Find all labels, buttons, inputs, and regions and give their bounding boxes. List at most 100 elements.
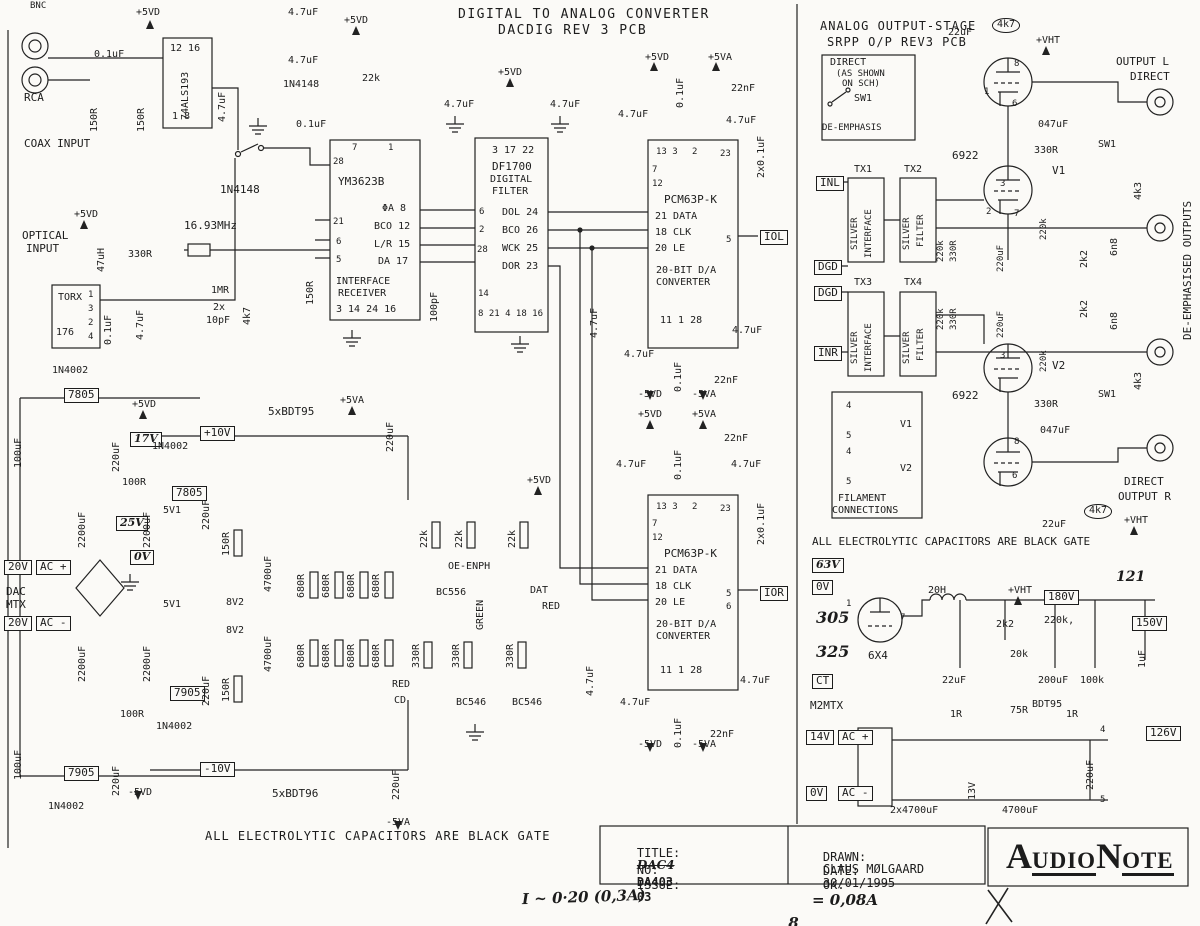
schematic-label: 0.1uF (94, 49, 125, 60)
schematic-label: 2x4700uF (890, 805, 939, 816)
schematic-label: 6n8 (1109, 311, 1120, 330)
date-label: DATE: (822, 863, 860, 878)
schematic-label: 2 (692, 502, 698, 512)
schematic-label: BCO 12 (374, 221, 411, 232)
schematic-label: 220k (1039, 218, 1049, 240)
logo-part-ote: OTE (1122, 848, 1174, 876)
tube-name-6922-v1: 6922 (952, 149, 979, 162)
schematic-label: 176 (56, 327, 75, 338)
schematic-label: DE-EMPHASIS (822, 123, 882, 133)
schematic-label: 2 (479, 225, 485, 235)
output-r-jack (1146, 434, 1174, 462)
terminal-label: 7905 (64, 766, 99, 781)
terminal-label: AC + (838, 730, 873, 745)
schematic-label: 4700uF (263, 635, 274, 672)
schematic-label: 2k2 (1079, 299, 1090, 318)
title-block-border (599, 825, 986, 885)
handwritten-result: = 0,08A (812, 891, 878, 909)
schematic-label: 0.1uF (673, 361, 684, 392)
schematic-label: 220uF (385, 421, 396, 452)
schematic-label: +5VA (340, 395, 365, 406)
schematic-label: 4.7uF (444, 99, 475, 110)
schematic-label: 0.1uF (296, 119, 327, 130)
terminal-label: 150V (1132, 616, 1167, 631)
ic-box-torx (51, 284, 101, 349)
schematic-label: 220uF (996, 310, 1006, 338)
direct-deemphasis-box (821, 54, 916, 141)
schematic-label: V2 (1052, 359, 1066, 372)
schematic-label: 680R (346, 643, 357, 668)
schematic-label: 6 (1012, 471, 1018, 481)
schematic-label: SW1 (1098, 389, 1117, 400)
tx3-box (847, 291, 885, 377)
ic-name-torx: TORX (58, 292, 83, 303)
terminal-label: DGD (814, 286, 842, 301)
schematic-label: 4k3 (1133, 181, 1144, 200)
schematic-label: DA 17 (378, 256, 409, 267)
schematic-label: 22k (419, 529, 430, 548)
schematic-label: 6 (479, 207, 485, 217)
schematic-label: 5 (846, 477, 852, 487)
schematic-label: 20 LE (655, 243, 686, 254)
tube-name-6x4: 6X4 (868, 649, 888, 662)
schematic-label: 1 (388, 143, 394, 153)
schematic-label: 1N4002 (156, 721, 193, 732)
schematic-label: 20-BIT D/A (656, 619, 717, 630)
schematic-label: 680R (371, 573, 382, 598)
logo-letter-n: N (1096, 836, 1123, 876)
schematic-label: 20H (928, 585, 947, 596)
logo-box-border (987, 827, 1189, 887)
schematic-label: 4k7 (992, 18, 1021, 33)
schematic-label: 680R (296, 573, 307, 598)
schematic-label: 4.7uF (616, 459, 647, 470)
schematic-label: 2 (986, 207, 992, 217)
schematic-label: 2k2 (1079, 249, 1090, 268)
schematic-label: 1R (1066, 709, 1079, 720)
schematic-label: ON SCH) (842, 79, 880, 89)
schematic-label: 4.7uF (288, 55, 319, 66)
schematic-label: 20k (1010, 649, 1029, 660)
schematic-label: TX4 (904, 277, 923, 288)
terminal-minus10v: -10V (200, 762, 235, 777)
title-block-title-row: TITLE: DAC4 (608, 834, 680, 884)
schematic-label: 13 3 (656, 502, 678, 512)
schematic-label: 100pF (429, 291, 440, 322)
schematic-label: 220uF (201, 499, 212, 530)
schematic-label: 2200uF (77, 645, 88, 682)
schematic-label: (AS SHOWN (836, 69, 885, 79)
terminal-label: AC - (838, 786, 873, 801)
schematic-label: 7 (652, 165, 658, 175)
ic-box-pcm63-bottom (647, 494, 739, 691)
schematic-label: 5 (726, 589, 732, 599)
schematic-label: 2x (213, 302, 226, 313)
schematic-label: 10pF (206, 315, 231, 326)
schematic-label: 4k3 (1133, 371, 1144, 390)
schematic-label: 4.7uF (135, 309, 146, 340)
schematic-label: 5V1 (163, 599, 182, 610)
terminal-20v-neg: 20V (4, 616, 32, 631)
schematic-label: -5VD (128, 787, 153, 798)
schematic-label: SILVER (850, 331, 860, 364)
schematic-label: 2200uF (77, 511, 88, 548)
schematic-label: CONVERTER (656, 277, 711, 288)
schematic-label: 12 (652, 179, 663, 189)
schematic-label: RCA (24, 91, 44, 104)
schematic-label: 330R (1034, 399, 1059, 410)
schematic-label: 7 (652, 519, 658, 529)
schematic-label: +5VD (344, 15, 369, 26)
schematic-label: MTX (6, 598, 26, 611)
rca-jack-outer (21, 66, 49, 94)
schematic-label: 11 1 28 (660, 665, 703, 676)
terminal-label: 7905 (170, 686, 205, 701)
schematic-label: 22nF (724, 433, 749, 444)
schematic-label: 0.1uF (673, 449, 684, 480)
schematic-label: +VHT (1036, 35, 1061, 46)
schematic-label: ΦA 8 (382, 203, 407, 214)
schematic-label: 047uF (1040, 425, 1071, 436)
schematic-label: +5VA (708, 52, 733, 63)
schematic-label: CD (394, 695, 407, 706)
schematic-label: 5 (846, 431, 852, 441)
schematic-label: 4.7uF (620, 697, 651, 708)
